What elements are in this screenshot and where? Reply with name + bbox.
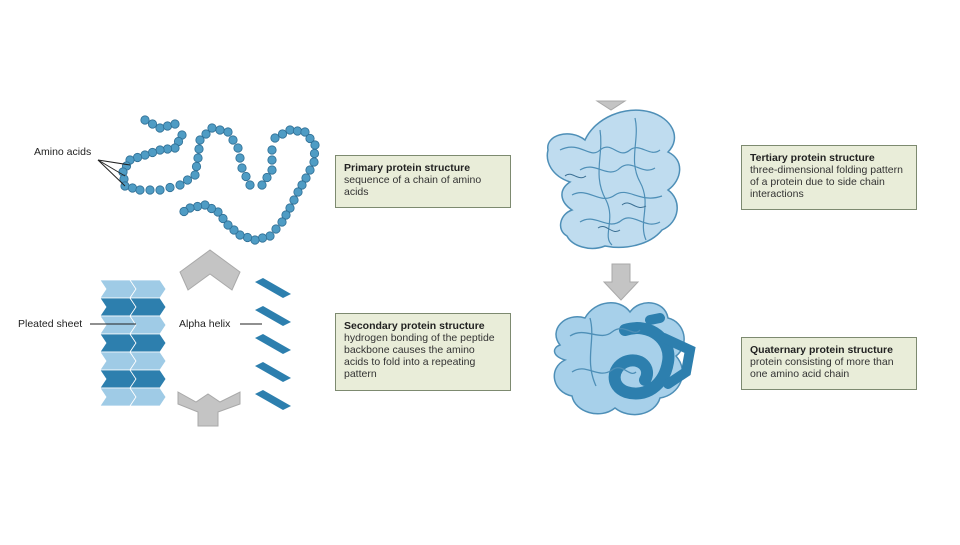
pleated-sheet-segment [100,316,136,334]
amino-acid-bead [271,134,279,142]
amino-acid-bead [306,166,314,174]
quaternary-structure-title: Quaternary protein structure [750,344,908,356]
quaternary-structure [554,303,690,415]
secondary-structure-desc: hydrogen bonding of the peptide backbone… [344,332,495,380]
alpha-helix [255,278,291,424]
amino-acid-bead [311,141,319,149]
amino-acid-bead [310,149,318,157]
amino-acid-bead [272,225,280,233]
quaternary-structure-desc: protein consisting of more than one amin… [750,356,894,380]
amino-acid-bead [258,234,266,242]
quaternary-structure-box: Quaternary protein structure protein con… [741,337,917,390]
amino-acid-bead [224,128,232,136]
pleated-sheet-segment [100,298,136,316]
amino-acid-bead [176,181,184,189]
tertiary-structure-desc: three-dimensional folding pattern of a p… [750,164,903,200]
amino-acid-bead [268,156,276,164]
amino-acid-bead [148,120,156,128]
alpha-helix-front-segment [255,306,291,326]
amino-acid-bead [171,120,179,128]
amino-acid-bead [180,207,188,215]
tertiary-structure [547,110,679,248]
amino-acid-bead [268,146,276,154]
alpha-helix-front-segment [255,334,291,354]
gray-arrow-up [180,250,240,290]
pleated-sheet-segment [100,370,136,388]
amino-acid-bead [192,162,200,170]
pleated-sheet-segment [100,334,136,352]
arrow-down-to-quaternary [604,264,638,300]
amino-acid-bead [183,176,191,184]
amino-acid-bead [242,172,250,180]
pleated-sheet-label: Pleated sheet [18,318,82,330]
amino-acid-bead [166,183,174,191]
alpha-helix-back-segment [255,406,291,424]
amino-acid-bead [156,124,164,132]
arrow-into-tertiary [597,101,625,110]
pleated-sheet [100,280,166,406]
amino-acid-bead [201,201,209,209]
amino-acid-bead [171,144,179,152]
gray-arrow-down-split [178,392,240,426]
primary-structure-box: Primary protein structure sequence of a … [335,155,511,208]
amino-acid-bead [238,164,246,172]
amino-acid-bead [234,144,242,152]
amino-acid-chain [119,116,319,244]
amino-acid-bead [191,171,199,179]
amino-acid-bead [208,124,216,132]
pleated-sheet-segment [100,352,136,370]
alpha-helix-front-segment [255,362,291,382]
tertiary-structure-box: Tertiary protein structure three-dimensi… [741,145,917,210]
amino-acid-bead [286,126,294,134]
amino-acid-bead [266,232,274,240]
amino-acid-bead [195,145,203,153]
pleated-sheet-segment [100,280,136,298]
amino-acid-bead [163,145,171,153]
amino-acid-bead [236,154,244,162]
primary-structure-title: Primary protein structure [344,162,502,174]
primary-structure-desc: sequence of a chain of amino acids [344,174,481,198]
amino-acid-bead [193,202,201,210]
amino-acid-bead [278,218,286,226]
amino-acid-bead [294,188,302,196]
amino-acid-bead [263,173,271,181]
amino-acid-bead [268,166,276,174]
amino-acid-bead [136,186,144,194]
amino-acid-bead [229,136,237,144]
secondary-structure-title: Secondary protein structure [344,320,502,332]
tertiary-structure-title: Tertiary protein structure [750,152,908,164]
amino-acid-bead [156,186,164,194]
amino-acid-bead [310,158,318,166]
amino-acid-bead [163,122,171,130]
amino-acid-bead [246,181,254,189]
alpha-helix-front-segment [255,278,291,298]
amino-acid-bead [216,126,224,134]
pleated-sheet-segment [100,388,136,406]
amino-acid-bead [293,127,301,135]
amino-acid-bead [278,130,286,138]
amino-acid-bead [194,154,202,162]
amino-acid-bead [128,184,136,192]
amino-acids-label: Amino acids [34,146,91,158]
alpha-helix-front-segment [255,390,291,410]
amino-acid-bead [258,181,266,189]
alpha-helix-label: Alpha helix [179,318,230,330]
amino-acid-bead [141,116,149,124]
secondary-structure-box: Secondary protein structure hydrogen bon… [335,313,511,391]
amino-acid-bead [290,196,298,204]
amino-acid-bead [146,186,154,194]
